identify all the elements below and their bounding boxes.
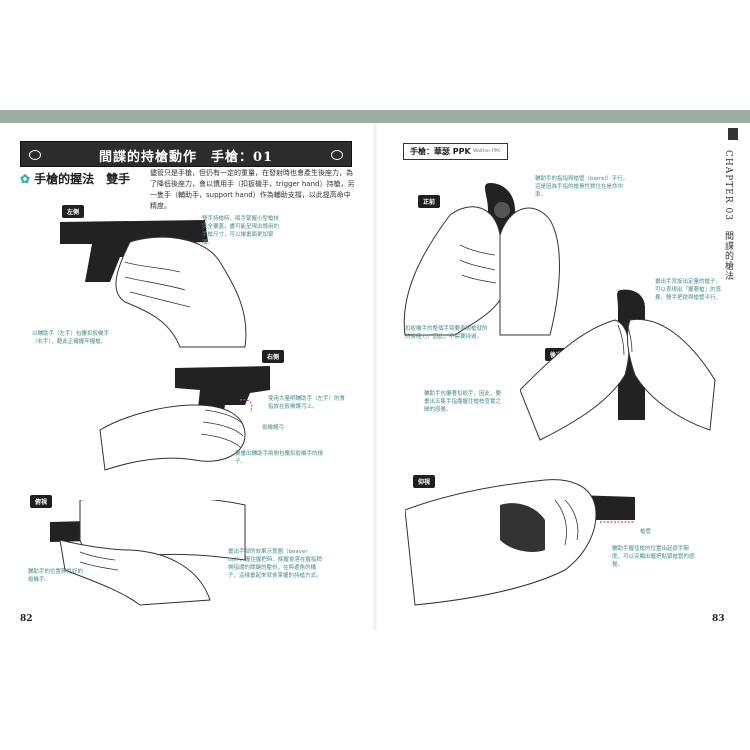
note-left-4: 扳機護弓 bbox=[262, 425, 285, 431]
note-right-6: 輔助手握住槍的位置出起提手腕度，可以突顯出握把貼緊槍管的感覺。 bbox=[612, 546, 695, 568]
chapter-mark-icon bbox=[728, 128, 738, 140]
flower-icon: ✿ bbox=[20, 172, 31, 186]
note-left-2: 以輔助手（左手）包覆扣扳機手（右手），藉此正確握牢握槍。 bbox=[32, 331, 110, 345]
note-left-7: 畫出手部的效果示意圖（beaver tail），握住握把時，條握會落在握指稍側指… bbox=[228, 549, 322, 579]
illustration-rear-view bbox=[520, 289, 716, 441]
note-right-2: 扣扳機手的整個手臂要承擔槍就的的後座力，因此，不需要持過。 bbox=[405, 326, 488, 340]
page-number-right: 83 bbox=[712, 614, 725, 624]
illustration-top-view bbox=[50, 500, 246, 606]
section-subtitle: ✿手槍的握法 雙手 bbox=[20, 172, 131, 186]
note-left-6: 輔助手的位置剛性好的扳機手。 bbox=[28, 569, 84, 583]
note-right-3: 畫出手背旋出定量的槍子，可以表現出「握著槍」的感覺，雙手把提與槍管平行。 bbox=[655, 279, 722, 301]
top-color-band bbox=[0, 110, 750, 123]
note-left-5: 要畫出輔助手兩側包覆扣扳機手的樣子。 bbox=[235, 451, 324, 465]
page-number-left: 82 bbox=[20, 614, 33, 624]
view-tag-left: 左側 bbox=[62, 205, 85, 218]
ornament-icon bbox=[29, 150, 41, 160]
view-tag-front: 正前 bbox=[418, 195, 441, 208]
page-title: 間諜的持槍動作 手槍：01 bbox=[98, 150, 274, 165]
note-left-3: 使用大量明輔助手（左手）的食指放在扳機護弓上。 bbox=[268, 396, 346, 410]
view-tag-right: 右側 bbox=[262, 350, 285, 363]
illustration-front-view bbox=[403, 183, 560, 336]
chapter-box: 手槍：華瑟 PPK Walther PPK bbox=[403, 143, 508, 160]
side-chapter-label: CHAPTER 03 間諜的槍法 bbox=[723, 150, 733, 281]
illustration-side-view bbox=[60, 220, 247, 348]
book-gutter bbox=[372, 123, 378, 630]
note-right-5: 槍管 bbox=[640, 529, 652, 535]
view-tag-low-angle: 仰視 bbox=[413, 475, 436, 488]
illustration-right-view bbox=[99, 366, 270, 471]
illustration-low-angle-view bbox=[405, 479, 635, 606]
page-title-bar: 間諜的持槍動作 手槍：01 bbox=[20, 141, 352, 167]
note-right-1: 輔助手的指指與槍管（barrel）平行，這是因為手指的槍骨性質位在是命中率。 bbox=[535, 176, 629, 198]
note-left-1: 雙手持槍時，兩手緊握小型槍枝完全覆蓋，盡可能呈現出慣用的手槍尺寸，可以讓畫面更加… bbox=[202, 216, 280, 246]
view-tag-top: 俯視 bbox=[30, 495, 53, 508]
ornament-icon bbox=[331, 150, 343, 160]
note-right-4: 輔助手包覆著扣扳手，因此，要畫出五隻手指攏握住槍枝宣實之間的感覺。 bbox=[424, 391, 502, 413]
intro-paragraph: 儘管只是手槍，但仍有一定的重量，在發射時也會產生後座力，為了降低後座力，會以慣用… bbox=[150, 169, 355, 210]
